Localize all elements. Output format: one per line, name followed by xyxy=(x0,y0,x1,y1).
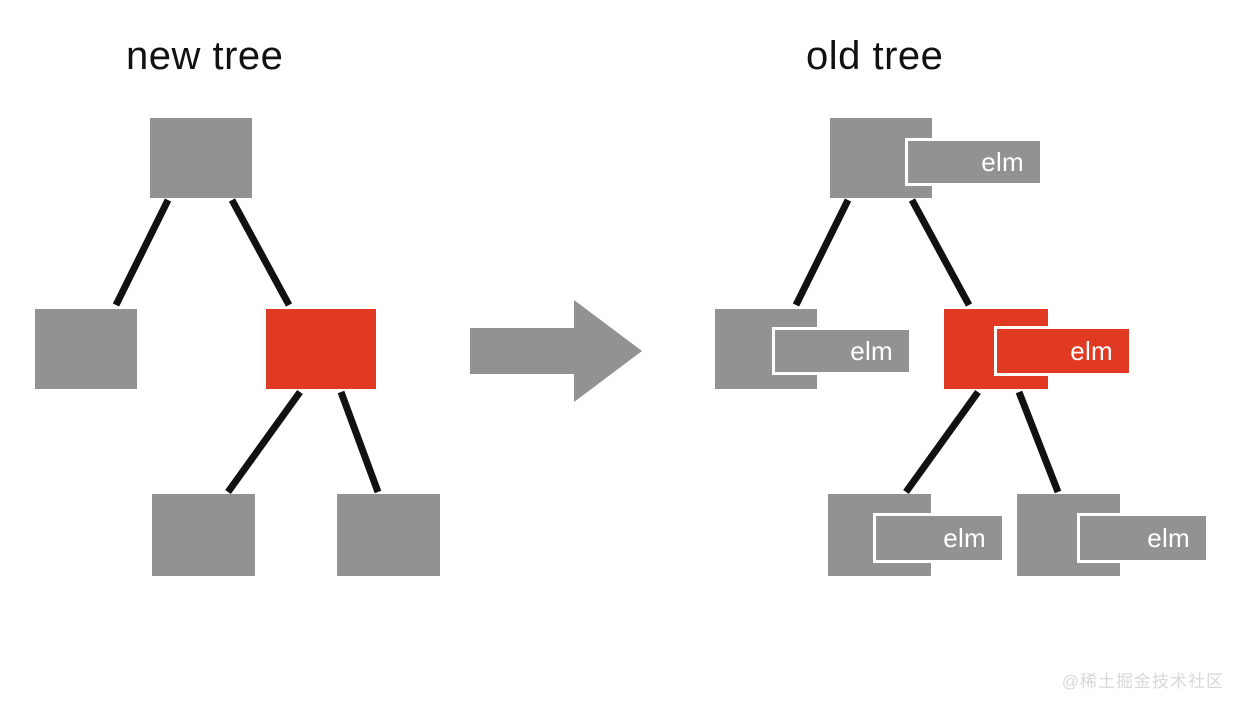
old-tree-elm-badge-grandchild-right: elm xyxy=(1077,513,1209,563)
old-tree-edge-o-right-to-o-gl xyxy=(903,389,981,495)
new-tree-edge-n-right-to-n-gl xyxy=(225,389,303,495)
old-tree-edge-o-root-to-o-left xyxy=(792,198,852,307)
new-tree-node-child-left xyxy=(35,309,137,389)
new-tree-edge-n-root-to-n-right xyxy=(228,198,293,307)
right-arrow-icon xyxy=(470,300,642,402)
elm-label-text: elm xyxy=(981,147,1024,177)
old-tree-elm-badge-child-left: elm xyxy=(772,327,912,375)
new-tree-node-root xyxy=(150,118,252,198)
old-tree-title: old tree xyxy=(806,34,944,78)
new-tree-edge-n-right-to-n-gr xyxy=(337,390,382,494)
new-tree-node-grandchild-left xyxy=(152,494,255,576)
old-tree-elm-badge-grandchild-left: elm xyxy=(873,513,1005,563)
new-tree-node-child-right xyxy=(266,309,376,389)
new-tree-edge-n-root-to-n-left xyxy=(112,198,172,307)
old-tree-elm-badge-root: elm xyxy=(905,138,1043,186)
elm-label-text: elm xyxy=(1147,523,1190,553)
old-tree-edge-o-right-to-o-gr xyxy=(1015,390,1062,494)
watermark-text: @稀土掘金技术社区 xyxy=(1061,672,1224,691)
new-tree-node-grandchild-right xyxy=(337,494,440,576)
elm-label-text: elm xyxy=(943,523,986,553)
old-tree-elm-badge-child-right: elm xyxy=(994,326,1132,376)
old-tree-edge-o-root-to-o-right xyxy=(908,198,973,307)
new-tree-title: new tree xyxy=(126,34,284,78)
elm-label-text: elm xyxy=(1070,336,1113,366)
elm-label-text: elm xyxy=(850,336,893,366)
